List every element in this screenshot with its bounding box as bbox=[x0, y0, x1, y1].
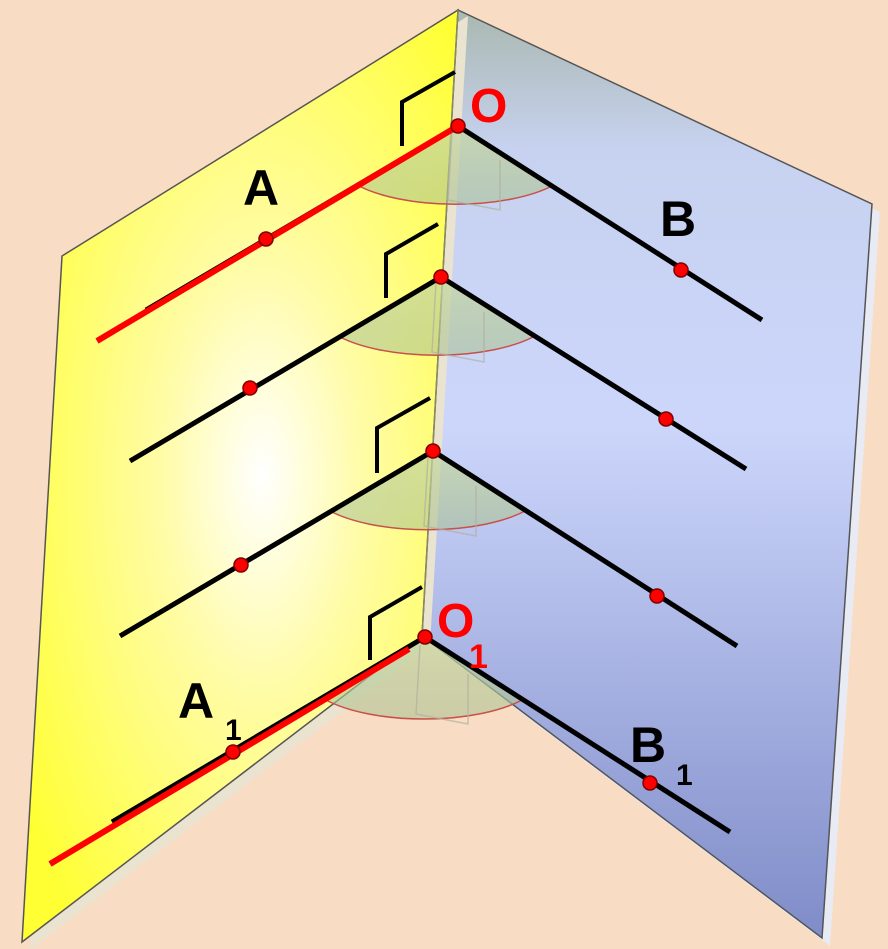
point-O1 bbox=[417, 629, 433, 645]
label-O1-subscript: 1 bbox=[469, 638, 488, 676]
point-B bbox=[673, 262, 689, 278]
ray-left bbox=[118, 448, 435, 639]
perpendicular-mark bbox=[400, 70, 456, 146]
linear-angle-3 bbox=[118, 396, 739, 649]
linear-angle-2 bbox=[128, 222, 748, 472]
label-O: O bbox=[470, 80, 507, 133]
ray-left bbox=[128, 274, 443, 464]
ray-right bbox=[439, 274, 748, 472]
label-A1: A bbox=[178, 673, 214, 729]
vertex-point bbox=[425, 443, 441, 459]
point-B1 bbox=[642, 775, 658, 791]
point-A bbox=[258, 231, 274, 247]
label-A1-subscript: 1 bbox=[225, 714, 242, 747]
perpendicular-mark bbox=[368, 585, 423, 660]
left-point bbox=[242, 380, 258, 396]
ray-OB bbox=[456, 123, 764, 323]
label-B: B bbox=[660, 191, 696, 247]
label-B1: B bbox=[630, 717, 666, 773]
ray-right bbox=[431, 448, 739, 649]
point-O bbox=[450, 118, 466, 134]
linear-angle-4 bbox=[48, 585, 732, 867]
perpendicular-mark bbox=[375, 396, 431, 473]
perpendicular-mark bbox=[384, 222, 439, 298]
angle-wedge bbox=[357, 125, 554, 205]
label-B1-subscript: 1 bbox=[676, 759, 693, 792]
vertex-point bbox=[433, 269, 449, 285]
label-O1: O bbox=[437, 595, 474, 648]
left-point bbox=[233, 557, 249, 573]
right-point bbox=[658, 411, 674, 427]
point-A1 bbox=[225, 744, 241, 760]
label-A: A bbox=[243, 160, 279, 216]
left-half-plane bbox=[21, 8, 468, 949]
linear-angle-1 bbox=[95, 70, 764, 344]
ray-OA bbox=[95, 123, 460, 344]
right-point bbox=[649, 588, 665, 604]
angle-wedge bbox=[324, 636, 524, 720]
ray-O1B1 bbox=[423, 634, 732, 835]
